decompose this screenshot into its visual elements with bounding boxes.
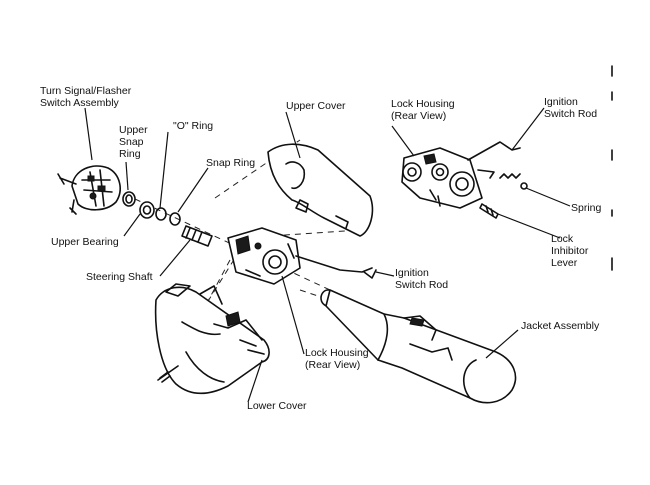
label-o-ring: "O" Ring bbox=[173, 120, 214, 132]
leader-lower-cover bbox=[247, 359, 263, 403]
ignition-switch-rod-top-part bbox=[467, 141, 521, 161]
leader-jacket bbox=[485, 329, 519, 359]
leader-upper-cover bbox=[285, 111, 301, 159]
lower-cover-part bbox=[154, 283, 270, 395]
turn-signal-switch-part bbox=[57, 165, 121, 215]
leader-ignition-rod-top bbox=[511, 107, 545, 151]
upper-bearing-part bbox=[139, 201, 155, 219]
label-jacket-assembly: Jacket Assembly bbox=[521, 320, 600, 332]
o-ring-part bbox=[155, 207, 167, 221]
leader-upper-snap-ring bbox=[125, 161, 129, 191]
lock-housing-center-part bbox=[227, 227, 301, 285]
lock-inhibitor-lever-part bbox=[479, 203, 499, 219]
leader-upper-bearing bbox=[123, 213, 141, 237]
upper-snap-ring-part bbox=[122, 191, 136, 207]
label-ignition-switch-rod-top: Ignition Switch Rod bbox=[544, 96, 598, 120]
label-turn-signal-switch: Turn Signal/Flasher Switch Assembly bbox=[40, 85, 132, 109]
leader-steering-shaft bbox=[159, 239, 191, 277]
leader-lock-inhibitor bbox=[497, 213, 561, 239]
snap-ring-part bbox=[169, 212, 181, 226]
small-clip bbox=[477, 169, 495, 179]
label-lock-inhibitor-lever: Lock Inhibitor Lever bbox=[551, 233, 589, 269]
assembly-axis-line bbox=[239, 229, 361, 239]
label-upper-snap-ring: Upper Snap Ring bbox=[119, 124, 148, 160]
label-ignition-switch-rod-mid: Ignition Switch Rod bbox=[395, 267, 449, 291]
spring-end bbox=[520, 182, 528, 190]
label-spring: Spring bbox=[571, 202, 602, 214]
leader-turn-signal bbox=[84, 107, 93, 161]
leader-lock-housing-top bbox=[391, 125, 415, 157]
label-lock-housing-top: Lock Housing (Rear View) bbox=[391, 98, 455, 122]
ignition-switch-rod-center-part bbox=[295, 255, 373, 273]
steering-shaft-part bbox=[181, 225, 213, 247]
rod-hook bbox=[363, 269, 377, 279]
leader-lock-housing-mid bbox=[281, 275, 305, 355]
jacket-assembly-part bbox=[320, 289, 517, 404]
upper-cover-part bbox=[267, 143, 374, 237]
assembly-axis-line bbox=[104, 184, 331, 291]
label-upper-cover: Upper Cover bbox=[286, 100, 346, 112]
leader-snap-ring bbox=[177, 167, 209, 213]
leader-ignition-rod-mid bbox=[375, 271, 395, 277]
lock-housing-top-part bbox=[401, 147, 483, 209]
label-lock-housing-mid: Lock Housing (Rear View) bbox=[305, 347, 369, 371]
label-snap-ring: Snap Ring bbox=[206, 157, 256, 169]
leader-spring bbox=[525, 187, 571, 207]
label-steering-shaft: Steering Shaft bbox=[86, 271, 153, 283]
spring-part bbox=[499, 173, 521, 179]
lower-screw-part bbox=[157, 365, 179, 383]
label-lower-cover: Lower Cover bbox=[247, 400, 307, 412]
leader-o-ring bbox=[159, 131, 169, 209]
label-upper-bearing: Upper Bearing bbox=[51, 236, 119, 248]
